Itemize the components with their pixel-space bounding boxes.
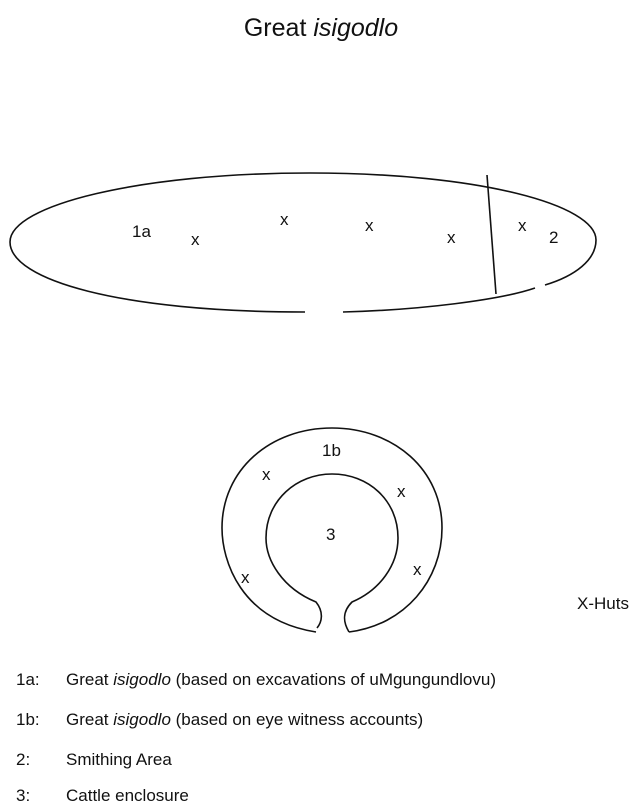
hut-marker: x [191, 230, 200, 249]
hut-marker: x [241, 568, 250, 587]
ellipse-enclosure [9, 172, 597, 313]
hut-marker: x [413, 560, 422, 579]
legend-item: 1a: Great isigodlo (based on excavations … [16, 670, 496, 690]
legend-item: 2: Smithing Area [16, 750, 172, 770]
legend-italic: isigodlo [113, 710, 171, 729]
ellipse-outline-lower-right [342, 287, 536, 313]
legend-key: 3: [16, 786, 31, 805]
label-3: 3 [326, 525, 335, 544]
legend-text: Cattle enclosure [66, 786, 189, 805]
legend-text-suffix: (based on eye witness accounts) [170, 710, 424, 729]
diagram-title: Great isigodlo [0, 14, 642, 43]
label-2: 2 [549, 228, 558, 247]
legend-key: 2: [16, 750, 31, 769]
smithing-divider [486, 174, 497, 295]
settlement-diagram: 1a 2 x x x x x 1b 3 x x x x [9, 172, 597, 633]
title-italic: isigodlo [313, 14, 399, 42]
legend-item: 3: Cattle enclosure [16, 786, 189, 806]
legend-key: 1b: [16, 710, 40, 729]
legend-key: 1a: [16, 670, 40, 689]
legend-text-suffix: (based on excavations of uMgungundlovu) [170, 670, 497, 689]
label-1a: 1a [132, 222, 151, 241]
hut-marker: x [280, 210, 289, 229]
legend-italic: isigodlo [113, 670, 171, 689]
legend-item: 1b: Great isigodlo (based on eye witness … [16, 710, 423, 730]
hut-key-note: X-Huts [577, 594, 629, 613]
ring-outer-outline [221, 427, 443, 633]
legend-text: Great [66, 670, 114, 689]
ring-inner-outline [265, 473, 399, 633]
hut-marker: x [397, 482, 406, 501]
title-prefix: Great [243, 14, 314, 42]
hut-marker: x [518, 216, 527, 235]
label-1b: 1b [322, 441, 341, 460]
hut-marker: x [262, 465, 271, 484]
ring-enclosure [221, 427, 443, 633]
ellipse-outline-upper [9, 172, 597, 313]
legend-text: Smithing Area [66, 750, 172, 769]
legend-text: Great [66, 710, 114, 729]
hut-marker: x [365, 216, 374, 235]
hut-marker: x [447, 228, 456, 247]
